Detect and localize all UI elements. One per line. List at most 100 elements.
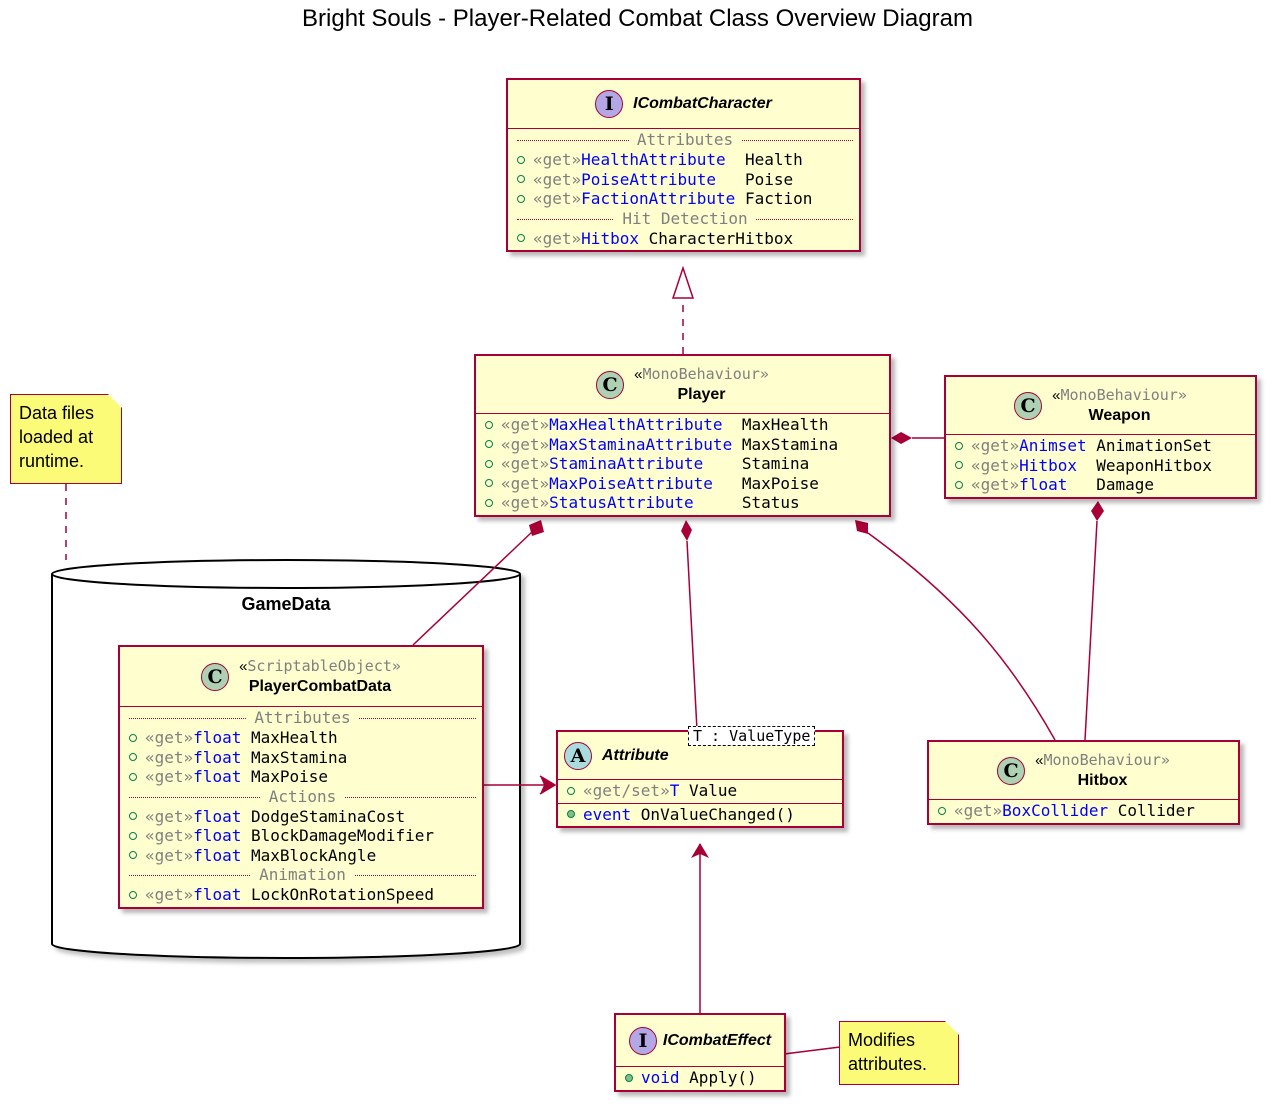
member-accessor: «get» [954, 801, 1003, 820]
member-accessor: «get» [145, 806, 194, 826]
member-accessor: «get» [145, 767, 194, 786]
member-name: Faction [744, 189, 813, 208]
class-members: «get» MaxHealthAttribute MaxHealth «get» … [476, 414, 889, 515]
public-field-marker-icon [517, 175, 525, 184]
composition-diamond [1091, 501, 1104, 521]
member-row: «get» PoiseAttribute Poise [517, 170, 853, 190]
member-row: «get» HealthAttribute Health [517, 150, 853, 170]
stereotype-text: MonoBehaviour [1043, 751, 1161, 769]
public-field-marker-icon [955, 480, 963, 489]
public-field-marker-icon [129, 831, 137, 840]
composition-diamond [891, 432, 912, 444]
member-type: Hitbox [1019, 455, 1097, 475]
player-to-attribute [686, 540, 698, 731]
member-name: Damage [1096, 475, 1155, 494]
member-name: CharacterHitbox [648, 228, 794, 248]
class-playercombatdata[interactable]: C «ScriptableObject» PlayerCombatData At… [118, 645, 484, 909]
member-type: void [641, 1068, 690, 1087]
section-separator: Attributes [517, 130, 853, 150]
member-name: MaxStamina [741, 434, 839, 454]
member-name: Stamina [741, 454, 810, 473]
public-field-marker-icon [129, 851, 137, 860]
class-hitbox[interactable]: C «MonoBehaviour» Hitbox «get» BoxCollid… [927, 740, 1240, 825]
class-name: Hitbox [1077, 772, 1128, 789]
section-label: Attributes [628, 130, 742, 150]
public-field-marker-icon [955, 461, 963, 470]
class-badge-icon: C [596, 370, 625, 399]
section-separator: Hit Detection [517, 208, 853, 229]
member-accessor: «get» [145, 826, 194, 845]
member-type: float [193, 826, 251, 845]
member-row: «get» FactionAttribute Faction [517, 189, 853, 209]
member-row: «get» float Damage [955, 475, 1249, 495]
member-name: DodgeStaminaCost [250, 806, 406, 826]
member-row: «get» float MaxStamina [129, 748, 476, 768]
member-type: PoiseAttribute [581, 169, 745, 189]
class-name: Player [677, 386, 726, 403]
public-method-marker-icon [625, 1073, 633, 1082]
member-accessor: «get» [501, 454, 550, 473]
member-name: MaxStamina [250, 747, 348, 767]
member-name: MaxHealth [741, 415, 829, 434]
class-icombatcharacter[interactable]: I ICombatCharacter Attributes«get» Healt… [506, 78, 861, 252]
class-members: Attributes«get» HealthAttribute Health«g… [508, 129, 859, 250]
member-row: «get» StatusAttribute Status [485, 493, 883, 513]
member-accessor: «get/set» [583, 781, 670, 800]
member-row: «get» float MaxHealth [129, 728, 476, 748]
class-weapon[interactable]: C «MonoBehaviour» Weapon «get» Animset A… [944, 375, 1257, 499]
member-name: Value [688, 781, 738, 800]
member-accessor: «get» [533, 169, 582, 189]
class-player[interactable]: C «MonoBehaviour» Player «get» MaxHealth… [474, 354, 891, 517]
member-row: «get» float MaxBlockAngle [129, 846, 476, 866]
member-type: StatusAttribute [549, 493, 742, 512]
member-row: «get» MaxHealthAttribute MaxHealth [485, 415, 883, 435]
member-type: float [193, 885, 251, 904]
member-accessor: «get» [501, 415, 550, 434]
member-name: MaxHealth [250, 728, 338, 747]
member-row: event OnValueChanged() [567, 805, 836, 825]
realization-arrowhead [671, 265, 695, 299]
member-type: float [193, 747, 251, 767]
member-type: BoxCollider [1002, 801, 1118, 820]
public-field-marker-icon [129, 812, 137, 821]
member-type: MaxStaminaAttribute [549, 434, 742, 454]
section-separator: Actions [129, 786, 476, 807]
public-field-marker-icon [485, 459, 493, 468]
member-accessor: «get» [501, 434, 550, 454]
member-type: MaxPoiseAttribute [549, 473, 742, 493]
class-name: Attribute [602, 746, 669, 764]
stereotype-text: MonoBehaviour [642, 365, 760, 383]
section-label: Actions [260, 786, 345, 807]
class-attribute[interactable]: A Attribute «get/set» T Value event OnVa… [556, 730, 844, 828]
section-label: Hit Detection [614, 208, 756, 229]
member-row: «get» Hitbox WeaponHitbox [955, 456, 1249, 476]
member-accessor: «get» [971, 455, 1020, 475]
member-type: FactionAttribute [581, 189, 745, 208]
member-type: float [1019, 475, 1097, 494]
class-name: ICombatEffect [662, 1031, 772, 1049]
class-methods: void Apply() [616, 1067, 784, 1090]
member-type: float [193, 845, 251, 865]
composition-diamond [529, 520, 544, 536]
member-type: StaminaAttribute [549, 454, 742, 473]
class-name: PlayerCombatData [248, 678, 392, 695]
public-field-marker-icon [517, 234, 525, 243]
class-badge-icon: C [201, 662, 230, 691]
member-type: float [193, 767, 251, 786]
stereotype-label: «MonoBehaviour» [1035, 751, 1170, 769]
member-type: event [583, 804, 641, 824]
note-modifies-connector [783, 1046, 841, 1055]
type-parameter-label: T : ValueType [688, 726, 816, 746]
member-accessor: «get» [145, 728, 194, 747]
class-members: «get» BoxCollider Collider [929, 800, 1238, 823]
class-icombateffect[interactable]: I ICombatEffect void Apply() [614, 1013, 786, 1092]
member-accessor: «get» [971, 436, 1020, 455]
diagram-title: Bright Souls - Player-Related Combat Cla… [302, 5, 973, 32]
gamedata-label: GameData [241, 594, 331, 614]
member-type: Hitbox [581, 228, 649, 248]
composition-diamond [855, 520, 868, 534]
member-name: OnValueChanged() [640, 804, 795, 824]
class-members: Attributes«get» float MaxHealth«get» flo… [120, 707, 482, 907]
public-field-marker-icon [938, 806, 946, 815]
note-datafiles: Data files loaded at runtime. [10, 394, 122, 484]
